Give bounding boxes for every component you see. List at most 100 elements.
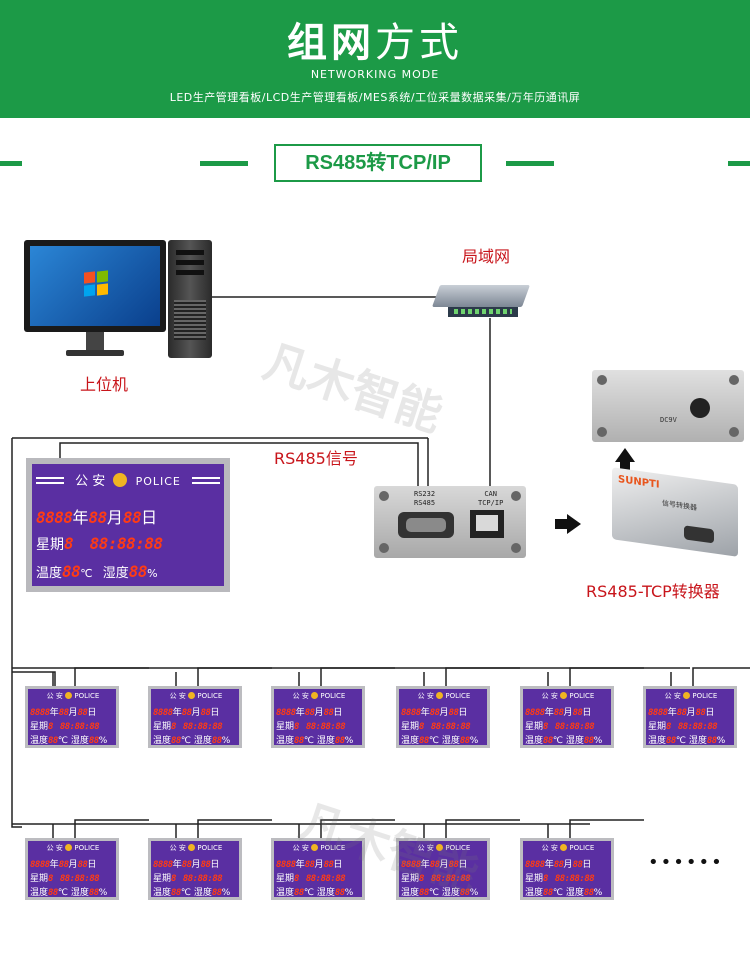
panel-text: 88 bbox=[553, 708, 564, 718]
lan-switch bbox=[431, 285, 531, 307]
panel-row: 公 安 POLICE bbox=[153, 843, 239, 853]
monitor-stand bbox=[86, 332, 104, 350]
panel-screen: 公 安 POLICE 8888年88月88日 星期8 88:88:88 温度88… bbox=[399, 689, 487, 745]
panel-text: 公 安 bbox=[417, 692, 434, 700]
panel-text: 8 bbox=[48, 874, 53, 884]
panel-text: ℃ bbox=[552, 888, 563, 897]
panel-text: 湿度 bbox=[193, 888, 212, 897]
panel-text: 星期 bbox=[525, 874, 544, 884]
panel-row: 公 安 POLICE bbox=[30, 843, 116, 853]
panel-text: 88 bbox=[429, 708, 440, 718]
panel-text: 8 bbox=[419, 874, 424, 884]
panel-text: 88 bbox=[58, 860, 69, 870]
panel-row: 温度88℃ 湿度88% bbox=[276, 733, 362, 745]
section-title: RS485转TCP/IP bbox=[274, 144, 482, 182]
panel-text: 88 bbox=[48, 888, 58, 897]
panel-row: 温度88℃ 湿度88% bbox=[401, 885, 487, 897]
panel-text: 8888 bbox=[276, 708, 296, 718]
police-badge-icon bbox=[560, 692, 568, 699]
panel-text: 88 bbox=[429, 860, 440, 870]
panel-text: 88:88:88 bbox=[59, 722, 100, 732]
panel-text: 88 bbox=[181, 860, 192, 870]
panel-text: % bbox=[593, 736, 603, 745]
panel-text: % bbox=[98, 888, 108, 897]
panel-row: 8888年88月88日 bbox=[30, 857, 116, 870]
panel-text: 星期 bbox=[401, 722, 420, 732]
panel-text: 88:88:88 bbox=[554, 722, 595, 732]
panel-text: 月 bbox=[191, 860, 201, 870]
panel-text: POLICE bbox=[197, 844, 223, 852]
led-panel-small: 公 安 POLICE 8888年88月88日 星期8 88:88:88 温度88… bbox=[148, 838, 242, 900]
panel-text: 88 bbox=[88, 736, 99, 745]
panel-text: 湿度 bbox=[441, 736, 460, 745]
panel-text: 88 bbox=[294, 888, 304, 897]
panel-text: 日 bbox=[458, 708, 468, 718]
page-subtitle: NETWORKING MODE bbox=[310, 68, 440, 81]
db9-port-icon bbox=[398, 512, 454, 538]
panel-text: 温度 bbox=[36, 566, 63, 581]
panel-text: 年 bbox=[172, 860, 182, 870]
panel-row: 8888年88月88日 bbox=[276, 857, 362, 870]
panel-text: 8888 bbox=[401, 860, 421, 870]
panel-text: 年 bbox=[420, 708, 430, 718]
panel-row: 8888年88月88日 bbox=[276, 705, 362, 718]
panel-text: 温度 bbox=[276, 888, 295, 897]
panel-row: 公 安 POLICE bbox=[525, 691, 611, 701]
led-panel-large: 公 安 POLICE 8888年88月88日 星期8 88:88:88 温度88… bbox=[26, 458, 230, 592]
panel-text: 公 安 bbox=[541, 692, 558, 700]
panel-text: ℃ bbox=[57, 888, 68, 897]
panel-row: 8888年88月88日 bbox=[153, 705, 239, 718]
panel-text: 温度 bbox=[401, 736, 420, 745]
panel-text: POLICE bbox=[197, 692, 223, 700]
panel-text: 88 bbox=[294, 736, 304, 745]
panel-text: 星期 bbox=[153, 722, 172, 732]
divider-right-stub bbox=[728, 161, 750, 166]
panel-text: 8 bbox=[171, 874, 176, 884]
police-badge-icon bbox=[311, 844, 319, 851]
panel-text: 88:88:88 bbox=[89, 534, 164, 553]
panel-row: 温度88℃ 湿度88% bbox=[153, 885, 239, 897]
led-panel-small: 公 安 POLICE 8888年88月88日 星期8 88:88:88 温度88… bbox=[271, 686, 365, 748]
panel-text: 88 bbox=[128, 562, 148, 581]
divider-left-stub bbox=[0, 161, 22, 166]
panel-text: 日 bbox=[582, 860, 592, 870]
police-badge-icon bbox=[436, 692, 444, 699]
host-label: 上位机 bbox=[80, 375, 129, 394]
panel-text: 星期 bbox=[276, 722, 295, 732]
power-jack-icon bbox=[690, 398, 710, 418]
panel-text: % bbox=[469, 888, 479, 897]
panel-row: 温度88℃ 湿度88% bbox=[30, 885, 116, 897]
led-panel-small: 公 安 POLICE 8888年88月88日 星期8 88:88:88 温度88… bbox=[520, 838, 614, 900]
panel-text: 月 bbox=[439, 860, 449, 870]
panel-text: 湿度 bbox=[102, 566, 129, 581]
panel-text: 88 bbox=[211, 736, 222, 745]
panel-text: 公 安 bbox=[292, 692, 309, 700]
panel-text: 88 bbox=[77, 708, 88, 718]
panel-text: 公 安 bbox=[75, 474, 106, 489]
panel-text: 星期 bbox=[401, 874, 420, 884]
divider-left bbox=[200, 161, 248, 166]
led-panel-small: 公 安 POLICE 8888年88月88日 星期8 88:88:88 温度88… bbox=[148, 686, 242, 748]
panel-text: 月 bbox=[314, 860, 324, 870]
panel-text: 温度 bbox=[153, 888, 172, 897]
panel-text: POLICE bbox=[135, 475, 181, 488]
panel-text: 88 bbox=[211, 888, 222, 897]
panel-text: 日 bbox=[87, 860, 97, 870]
panel-week-row: 星期8 88:88:88 bbox=[36, 534, 228, 554]
converter-face-label: 信号转换器 bbox=[662, 499, 697, 513]
panel-screen: 公 安 POLICE 8888年88月88日 星期8 88:88:88 温度88… bbox=[523, 841, 611, 897]
converter-brand: SUNPTI bbox=[618, 473, 660, 491]
panel-row: 8888年88月88日 bbox=[525, 857, 611, 870]
panel-row: 星期8 88:88:88 bbox=[401, 871, 487, 884]
panel-text: 月 bbox=[68, 708, 78, 718]
panel-text: 88 bbox=[695, 708, 706, 718]
panel-text: 88:88:88 bbox=[430, 722, 471, 732]
panel-text: ℃ bbox=[552, 736, 563, 745]
more-ellipsis: •••••• bbox=[648, 852, 724, 873]
panel-text: 年 bbox=[667, 708, 677, 718]
panel-screen: 公 安 POLICE 8888年88月88日 星期8 88:88:88 温度88… bbox=[274, 689, 362, 745]
power-label: DC9V bbox=[660, 416, 677, 424]
panel-text: 日 bbox=[582, 708, 592, 718]
panel-text: 88 bbox=[88, 508, 108, 527]
